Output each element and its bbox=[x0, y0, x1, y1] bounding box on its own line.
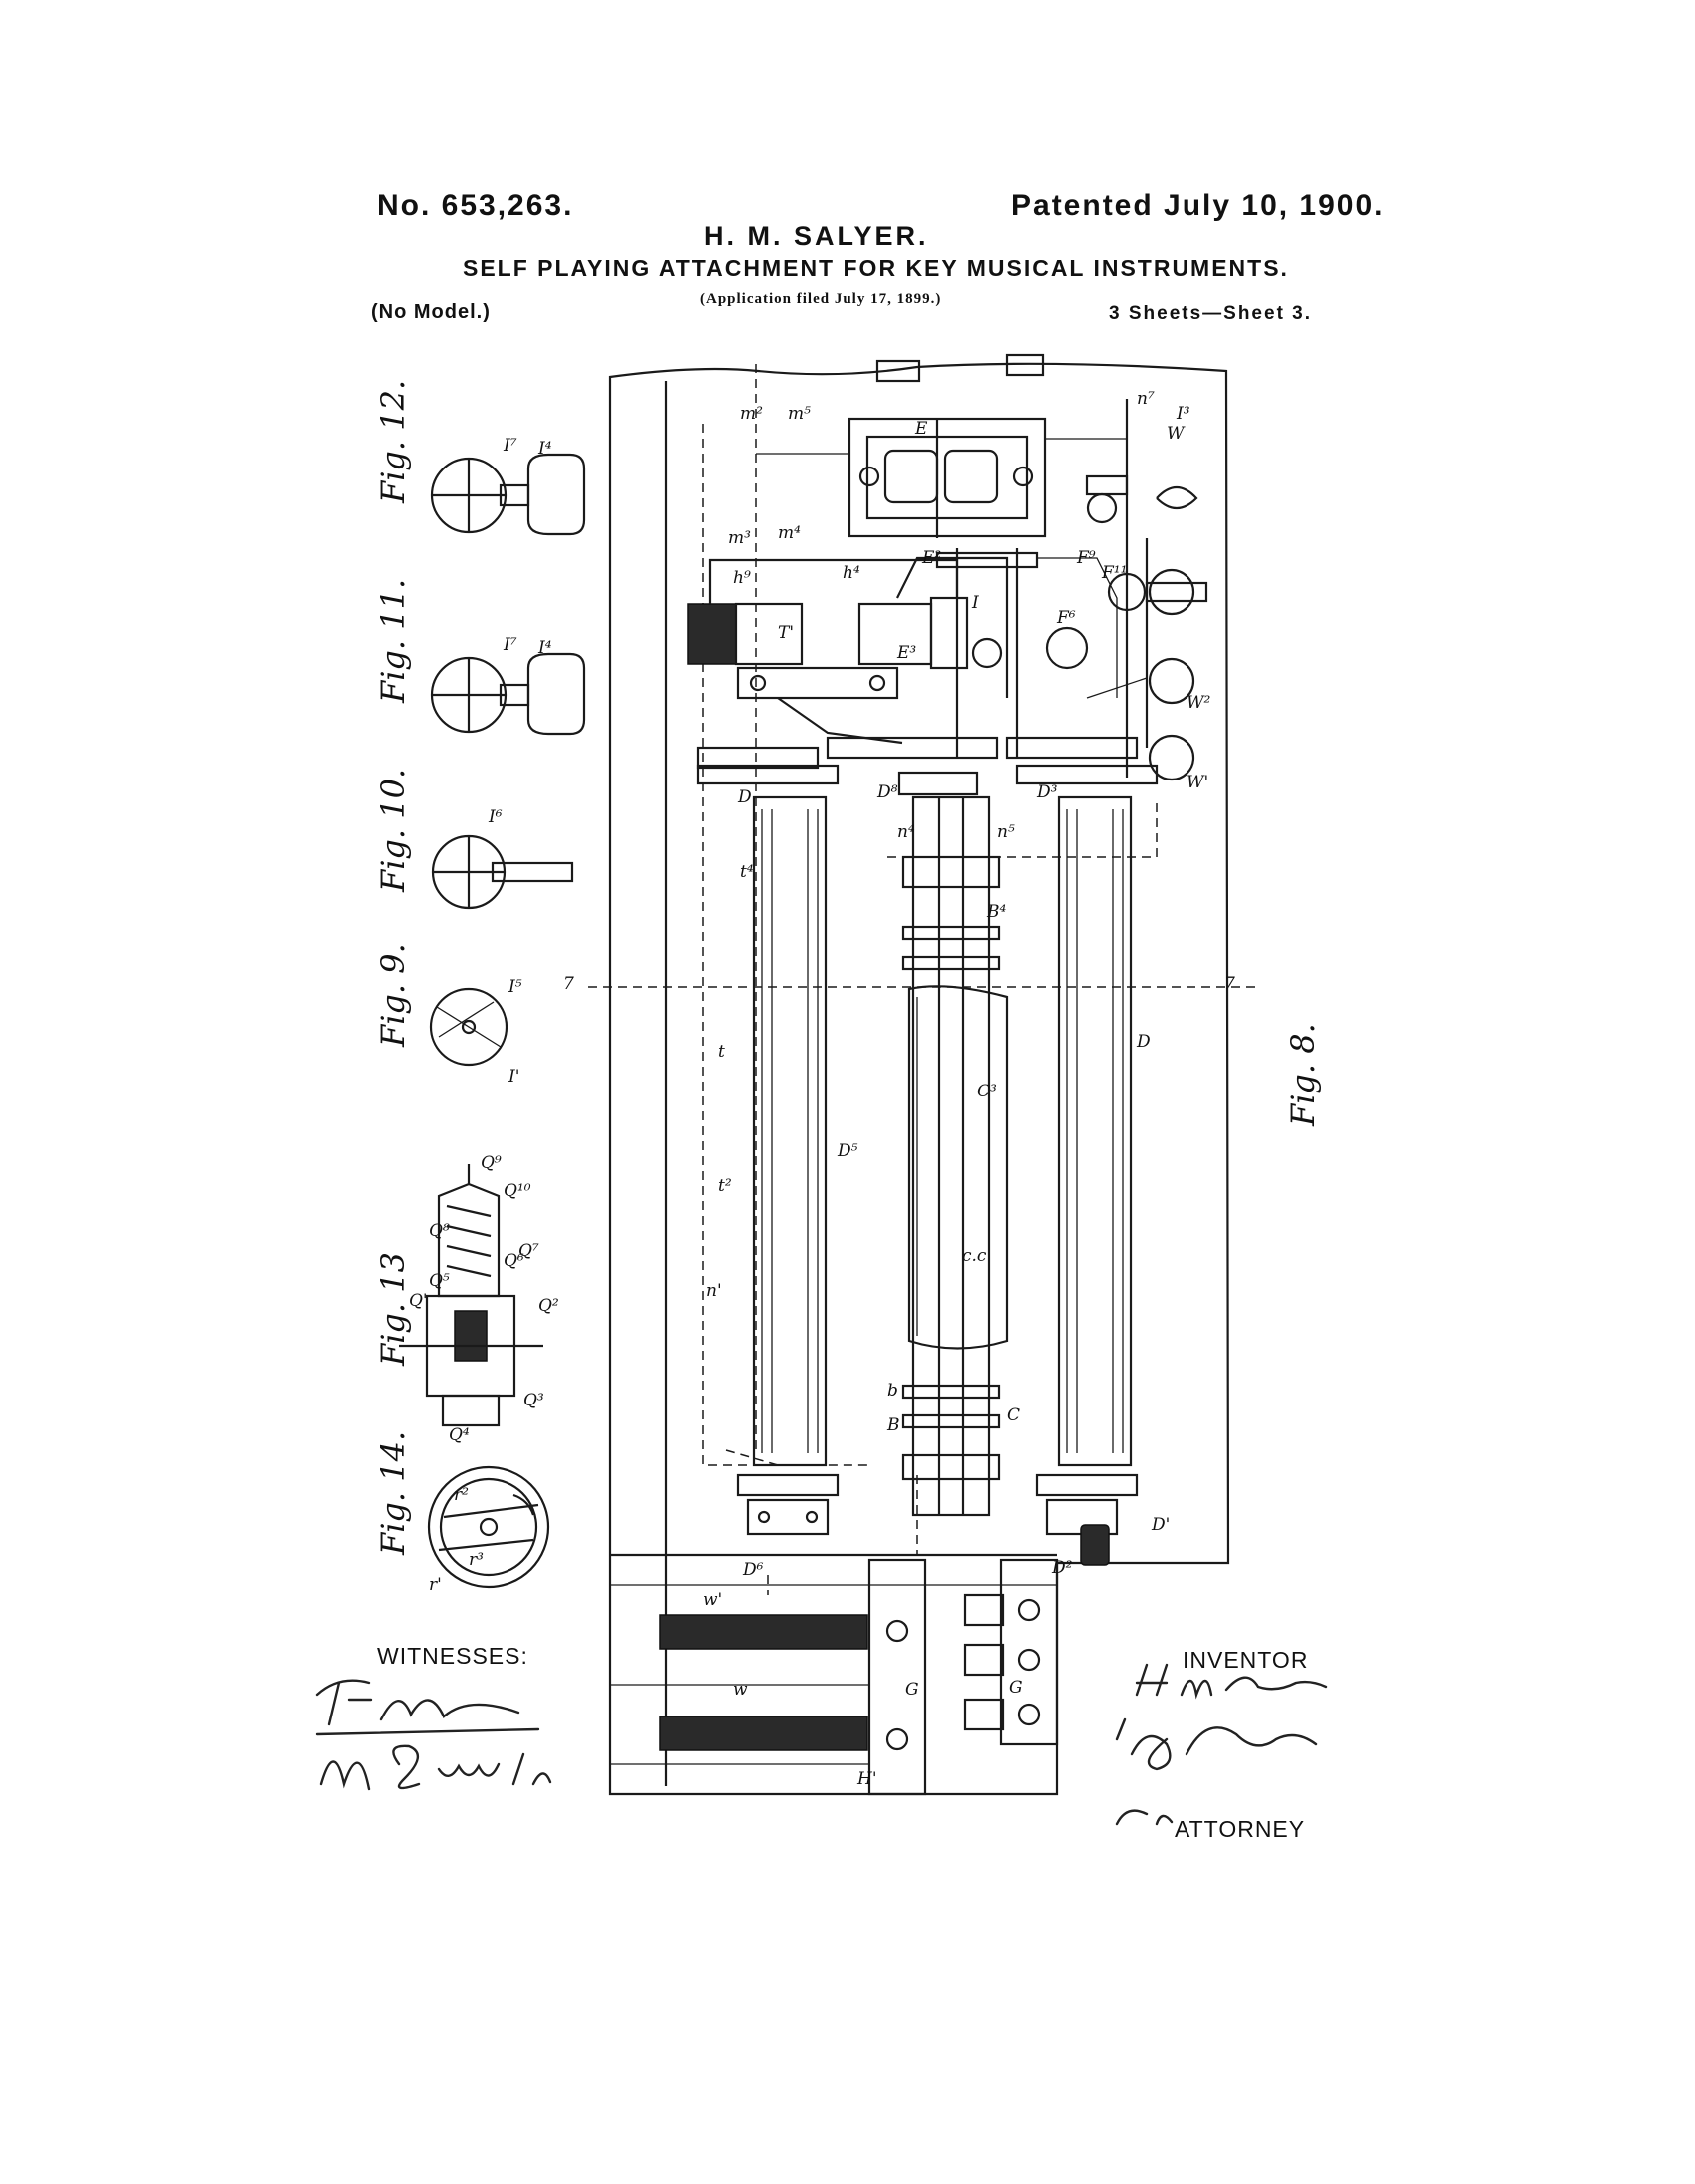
patent-date: Patented July 10, 1900. bbox=[1011, 189, 1385, 222]
model-note: (No Model.) bbox=[371, 301, 491, 323]
attorney-label: ATTORNEY bbox=[1175, 1816, 1306, 1842]
ref-d: D bbox=[737, 787, 752, 807]
ref-d6: D⁶ bbox=[742, 1560, 764, 1580]
ref-q5: Q⁵ bbox=[429, 1271, 450, 1291]
ref-g2: G bbox=[1009, 1678, 1023, 1698]
attorney-signature bbox=[1115, 1717, 1318, 1826]
ref-i7-12: I⁷ bbox=[503, 436, 517, 456]
fig8-assembly bbox=[588, 353, 1256, 1796]
ref-n4: n⁴ bbox=[897, 822, 915, 842]
inventor-label: INVENTOR bbox=[1183, 1647, 1309, 1673]
ref-q10: Q¹⁰ bbox=[504, 1181, 531, 1201]
ref-q9: Q⁹ bbox=[481, 1153, 502, 1173]
filing-note: (Application filed July 17, 1899.) bbox=[700, 291, 942, 307]
ref-b-small: b bbox=[887, 1381, 898, 1401]
ref-h9: h⁹ bbox=[733, 568, 751, 588]
fig9-caption: Fig. 9. bbox=[374, 943, 412, 1048]
fig13-drawing bbox=[399, 1164, 543, 1427]
fig10-drawing bbox=[431, 834, 574, 910]
ref-d-right: D bbox=[1136, 1032, 1151, 1052]
ref-seven-right: 7 bbox=[1224, 974, 1235, 994]
sheet-note: 3 Sheets—Sheet 3. bbox=[1109, 303, 1313, 324]
ref-q8: Q⁸ bbox=[429, 1221, 450, 1241]
fig13-caption: Fig. 13 bbox=[374, 1252, 412, 1367]
ref-e3: E³ bbox=[896, 643, 916, 663]
ref-n1: n' bbox=[706, 1281, 722, 1301]
ref-i3: I³ bbox=[1176, 404, 1190, 424]
ref-q3: Q³ bbox=[523, 1391, 544, 1410]
ref-w2: W² bbox=[1186, 693, 1210, 713]
witness-signature-2 bbox=[319, 1744, 552, 1791]
ref-d1: D' bbox=[1151, 1515, 1170, 1535]
witnesses-label: WITNESSES: bbox=[377, 1643, 528, 1669]
patent-number: No. 653,263. bbox=[377, 189, 574, 222]
fig9-drawing bbox=[429, 987, 508, 1067]
ref-i1-9: I' bbox=[508, 1067, 519, 1087]
ref-d5: D⁵ bbox=[837, 1141, 858, 1161]
ref-i6-10: I⁶ bbox=[488, 807, 503, 827]
ref-q2: Q² bbox=[538, 1296, 559, 1316]
ref-m5: m⁵ bbox=[788, 404, 811, 424]
ref-t4: t⁴ bbox=[740, 862, 754, 882]
fig12-drawing bbox=[430, 453, 586, 536]
fig14-caption: Fig. 14. bbox=[374, 1431, 412, 1556]
ref-w-small: w bbox=[733, 1680, 748, 1700]
ref-e: E bbox=[914, 419, 928, 439]
ref-q1: Q' bbox=[409, 1291, 428, 1311]
ref-d8: D⁸ bbox=[876, 782, 898, 802]
ref-q4: Q⁴ bbox=[449, 1425, 470, 1445]
ref-i4-11: I⁴ bbox=[537, 638, 552, 658]
ref-w1-small: w' bbox=[703, 1590, 722, 1610]
ref-c: C bbox=[1007, 1405, 1020, 1425]
ref-i4-12: I⁴ bbox=[537, 439, 552, 459]
ref-g: G bbox=[905, 1680, 919, 1700]
ref-d2: D² bbox=[1051, 1558, 1073, 1578]
ref-q7: Q⁷ bbox=[518, 1241, 539, 1261]
ref-w1: W' bbox=[1186, 773, 1208, 792]
reference-letters: m² m⁵ m³ m⁴ h⁹ h⁴ E E² E³ T' F⁶ F⁹ F¹¹ I… bbox=[409, 389, 1235, 1789]
ref-d3: D³ bbox=[1036, 782, 1058, 802]
fig11-caption: Fig. 11. bbox=[374, 579, 412, 704]
fig10-caption: Fig. 10. bbox=[374, 769, 412, 893]
ref-t: t bbox=[718, 1042, 725, 1062]
fig11-drawing bbox=[430, 652, 586, 736]
ref-f6: F⁶ bbox=[1056, 608, 1076, 628]
ref-b-bar: B bbox=[886, 1415, 900, 1435]
ref-h1: H' bbox=[856, 1769, 877, 1789]
fig14-drawing bbox=[427, 1465, 550, 1589]
ref-f11: F¹¹ bbox=[1101, 563, 1127, 583]
ref-b4: B⁴ bbox=[986, 902, 1006, 922]
ref-r2: r² bbox=[454, 1485, 469, 1505]
ref-r3: r³ bbox=[469, 1550, 484, 1570]
ref-t2: t² bbox=[718, 1176, 732, 1196]
ref-n7: n⁷ bbox=[1137, 389, 1155, 409]
ref-seven-left: 7 bbox=[563, 974, 574, 994]
ref-c3: C³ bbox=[977, 1082, 997, 1101]
ref-n5: n⁵ bbox=[997, 822, 1015, 842]
ref-m4: m⁴ bbox=[778, 523, 801, 543]
ref-f9: F⁹ bbox=[1076, 548, 1096, 568]
ref-r1: r' bbox=[429, 1575, 442, 1595]
ref-h4: h⁴ bbox=[843, 563, 860, 583]
inventor-signature bbox=[1135, 1663, 1328, 1700]
witness-signature-1 bbox=[315, 1679, 540, 1736]
ref-t1: T' bbox=[778, 623, 794, 643]
ref-m2: m² bbox=[740, 404, 763, 424]
ref-i7-11: I⁷ bbox=[503, 635, 517, 655]
ref-cc: c.c bbox=[962, 1246, 987, 1266]
ref-i: I bbox=[971, 593, 979, 613]
ref-w: W bbox=[1167, 424, 1186, 444]
patent-title: SELF PLAYING ATTACHMENT FOR KEY MUSICAL … bbox=[463, 255, 1289, 281]
ref-q6: Q⁶ bbox=[504, 1251, 524, 1271]
ref-i5-9: I⁵ bbox=[508, 977, 522, 997]
ref-e2: E² bbox=[921, 548, 941, 568]
fig8-caption: Fig. 8. bbox=[1284, 1023, 1322, 1127]
fig12-caption: Fig. 12. bbox=[374, 380, 412, 504]
inventor-name: H. M. SALYER. bbox=[704, 221, 929, 251]
ref-m3: m³ bbox=[728, 528, 751, 548]
